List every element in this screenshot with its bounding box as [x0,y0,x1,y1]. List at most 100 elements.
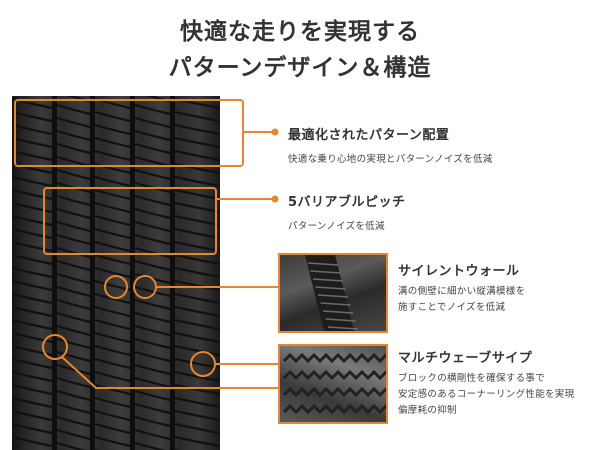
tread-groove [94,175,131,188]
tread-groove [134,220,171,233]
tread-groove [94,357,131,370]
tread-groove [12,201,53,214]
tread-groove [174,188,220,201]
wave-sipe-closeup-image [278,344,388,424]
tread-groove [94,344,131,357]
tread-groove [94,318,131,331]
tread-groove [12,318,53,331]
tread-groove [12,97,53,110]
tire-tread-image [12,96,220,450]
sidewall-ridge [325,318,356,322]
feature-pattern-layout: 最適化されたパターン配置 快適な乗り心地の実現とパターンノイズを低減 [288,124,493,168]
tread-groove [12,305,53,318]
orange-dot-icon [271,195,279,203]
tread-groove [12,331,53,344]
tread-groove [94,305,131,318]
sidewall-ridge [322,310,354,314]
feature-variable-pitch: 5バリアブルピッチ パターンノイズを低減 [288,191,406,235]
tread-groove [12,292,53,305]
tread-groove [174,214,220,227]
tread-groove [56,129,91,142]
tread-groove [94,435,131,448]
feature-title: マルチウェーブサイプ [398,351,533,366]
tread-groove [56,142,91,155]
tread-groove [12,162,53,175]
tread-groove [94,149,131,162]
tread-groove [12,422,53,435]
tread-groove [66,96,91,103]
tread-groove [56,272,91,285]
tread-groove [56,181,91,194]
tread-groove [134,402,171,415]
tread-groove [94,331,131,344]
feature-desc: 安定感のあるコーナーリング性能を実現 [398,389,575,400]
tread-groove [56,285,91,298]
tread-groove [94,136,131,149]
feature-desc: ブロックの横剛性を確保する事で [398,373,546,384]
tread-groove [134,207,171,220]
tread-groove [12,149,53,162]
tread-groove [56,363,91,376]
tread-groove [174,357,220,370]
tread-groove [174,409,220,422]
tread-groove [174,422,220,435]
tread-groove [134,285,171,298]
tread-groove [56,376,91,389]
tread-groove [12,344,53,357]
tread-groove [12,214,53,227]
tread-groove [12,188,53,201]
tread-groove [12,110,53,123]
tread-groove [56,337,91,350]
tread-groove [174,305,220,318]
tread-groove [56,415,91,428]
tread-groove [174,240,220,253]
sipe-wave [282,369,386,381]
tread-groove [134,298,171,311]
tread-groove [94,188,131,201]
tread-groove [134,103,171,116]
tread-groove [12,266,53,279]
tread-groove [134,428,171,441]
tread-groove [134,415,171,428]
tread-groove [174,292,220,305]
sidewall-ridge [307,262,339,266]
orange-dot-icon [271,128,279,136]
tread-groove [174,435,220,448]
tread-groove [134,142,171,155]
tread-groove [134,155,171,168]
sipe-wave [282,386,386,398]
feature-title: 最適化されたパターン配置 [288,128,450,143]
tread-groove [134,272,171,285]
tread-groove [94,292,131,305]
sipe-waves [282,352,386,415]
feature-desc: 溝の側壁に細かい縦溝模様を [398,286,526,297]
tread-groove [94,383,131,396]
tread-groove [134,389,171,402]
tread-groove [12,370,53,383]
tread-groove [12,396,53,409]
tread-groove [174,318,220,331]
tread-groove [174,162,220,175]
feature-silent-wall: サイレントウォール 溝の側壁に細かい縦溝模様を 施すことでノイズを低減 [398,260,525,316]
tread-groove [174,201,220,214]
tread-groove [94,266,131,279]
tread-groove [12,253,53,266]
tread-groove [134,129,171,142]
tread-groove [12,175,53,188]
tread-groove [56,194,91,207]
tread-groove [56,389,91,402]
tread-groove [134,194,171,207]
tread-groove [56,441,87,450]
tread-groove [174,136,220,149]
tread-groove [134,181,171,194]
sidewall-ridge [312,278,344,282]
tread-groove [56,233,91,246]
feature-multi-wave-sipe: マルチウェーブサイプ ブロックの横剛性を確保する事で 安定感のあるコーナーリング… [398,347,598,419]
tread-groove [56,402,91,415]
tread-groove [134,259,171,272]
tread-groove [174,396,220,409]
tread-groove [134,337,171,350]
tread-groove [134,376,171,389]
tread-groove [12,227,53,240]
tread-groove [174,227,220,240]
